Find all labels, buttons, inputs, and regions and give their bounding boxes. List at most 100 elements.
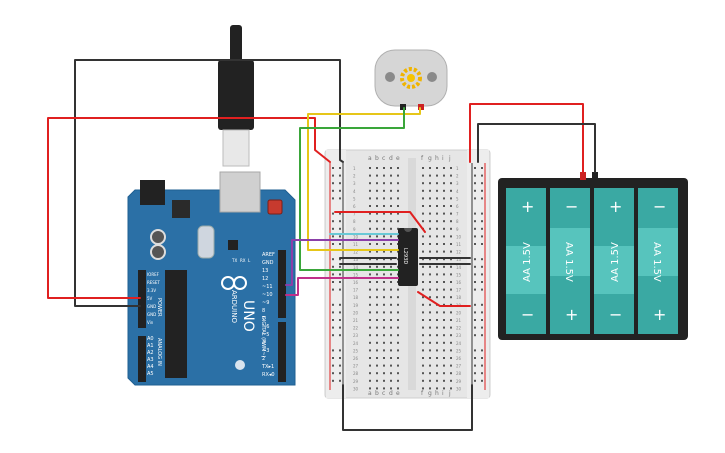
- battery-minus-sign: −: [653, 197, 666, 216]
- magenta-wire-pin10: [285, 277, 399, 296]
- digital-pin-label: AREF: [262, 252, 275, 258]
- power-pin-label: IOREF: [147, 272, 160, 277]
- digital-pin-label: 7: [262, 316, 265, 322]
- battery-cell-label: AA 1.5V: [563, 242, 574, 282]
- analog-pin-label: A4: [147, 364, 154, 370]
- column-letter: h: [435, 155, 439, 162]
- row-number: 12: [456, 250, 462, 255]
- row-number: 30: [353, 386, 359, 391]
- breadboard-holes: [332, 167, 483, 390]
- power-pin-label: Vin: [147, 320, 154, 325]
- row-number: 21: [353, 318, 359, 323]
- arduino-uno-board: ARDUINO UNO POWER ANALOG IN DIGITAL (PWM…: [127, 171, 296, 386]
- row-number: 22: [456, 326, 462, 331]
- column-letter: a: [368, 155, 372, 162]
- row-number: 12: [353, 250, 359, 255]
- column-letter: i: [442, 390, 444, 397]
- battery-minus-sign: −: [565, 197, 578, 216]
- row-number: 26: [456, 356, 462, 361]
- black-wire-battery-minus: [477, 123, 596, 173]
- analog-pin-label: A5: [147, 371, 154, 377]
- usb-chip: [228, 240, 238, 250]
- power-pin-label: RESET: [147, 280, 160, 285]
- row-number: 6: [456, 204, 459, 209]
- yellow-wire-motor: [307, 107, 421, 251]
- tx-led-label: TX: [231, 258, 237, 263]
- row-number: 14: [353, 265, 359, 270]
- row-number: 15: [353, 272, 359, 277]
- row-number: 11: [456, 242, 462, 247]
- power-jack: [140, 180, 165, 205]
- row-number: 10: [353, 234, 359, 239]
- column-letter: f: [421, 155, 424, 162]
- row-number: 4: [456, 189, 459, 194]
- column-letter: c: [382, 390, 385, 397]
- red-wire-battery-plus: [469, 103, 584, 173]
- row-number: 28: [353, 371, 359, 376]
- row-number: 16: [353, 280, 359, 285]
- row-number: 17: [353, 288, 359, 293]
- power-pin-header: [138, 270, 146, 328]
- reset-button[interactable]: [267, 199, 283, 215]
- battery-minus-sign: −: [521, 305, 534, 324]
- digital-pin-label: GND: [262, 260, 274, 266]
- motor-shaft-gear-icon: [400, 67, 422, 89]
- column-letter: e: [396, 155, 400, 162]
- crystal: [197, 225, 215, 259]
- battery-plus-sign: +: [521, 197, 534, 216]
- digital-pin-header-lower: [278, 322, 286, 382]
- wires: [47, 59, 596, 431]
- row-number: 30: [456, 386, 462, 391]
- row-number: 2: [456, 174, 459, 179]
- column-letter: j: [448, 390, 451, 397]
- l293d-chip: L293D: [398, 228, 418, 286]
- red-wire-chip-vcc: [334, 211, 426, 233]
- digital-pin-label: 2: [262, 356, 265, 362]
- analog-pin-label: A2: [147, 350, 154, 356]
- row-number: 13: [456, 257, 462, 262]
- analog-pin-label: A0: [147, 336, 154, 342]
- voltage-regulator: [172, 200, 190, 218]
- digital-pin-header-upper: [278, 250, 286, 318]
- column-letter: f: [421, 390, 424, 397]
- row-number: 1: [456, 166, 459, 171]
- battery-cell-label: AA 1.5V: [522, 242, 533, 282]
- digital-pin-label: ~10: [262, 292, 273, 298]
- row-number: 20: [353, 310, 359, 315]
- digital-pin-label: 12: [262, 276, 268, 282]
- red-wire-arduino-5v: [47, 117, 331, 299]
- power-pin-label: 3.3V: [147, 288, 156, 293]
- power-pin-label: GND: [147, 304, 156, 309]
- row-number: 13: [353, 257, 359, 262]
- digital-pin-label: ~9: [262, 300, 269, 306]
- power-pin-label: 5V: [147, 296, 153, 301]
- green-wire-motor: [299, 107, 405, 271]
- row-number: 3: [353, 181, 356, 186]
- digital-pin-label: ~5: [262, 332, 269, 338]
- row-number: 7: [456, 212, 459, 217]
- row-number: 23: [353, 333, 359, 338]
- battery-minus-sign: −: [609, 305, 622, 324]
- purple-wire-pin11: [285, 239, 399, 286]
- row-number: 8: [353, 219, 356, 224]
- battery-plus-sign: +: [609, 197, 622, 216]
- chip-label: L293D: [402, 248, 408, 264]
- row-number: 23: [456, 333, 462, 338]
- row-number: 21: [456, 318, 462, 323]
- row-number: 3: [456, 181, 459, 186]
- column-letter: e: [396, 390, 400, 397]
- row-number: 11: [353, 242, 359, 247]
- digital-pin-label: ~6: [262, 324, 269, 330]
- column-letter: b: [375, 155, 379, 162]
- digital-pin-label: TX▸1: [261, 364, 274, 370]
- row-number: 25: [456, 348, 462, 353]
- digital-pin-label: 13: [262, 268, 268, 274]
- column-letter: j: [448, 155, 451, 162]
- row-number: 28: [456, 371, 462, 376]
- power-pin-label: GND: [147, 312, 156, 317]
- row-number: 29: [353, 379, 359, 384]
